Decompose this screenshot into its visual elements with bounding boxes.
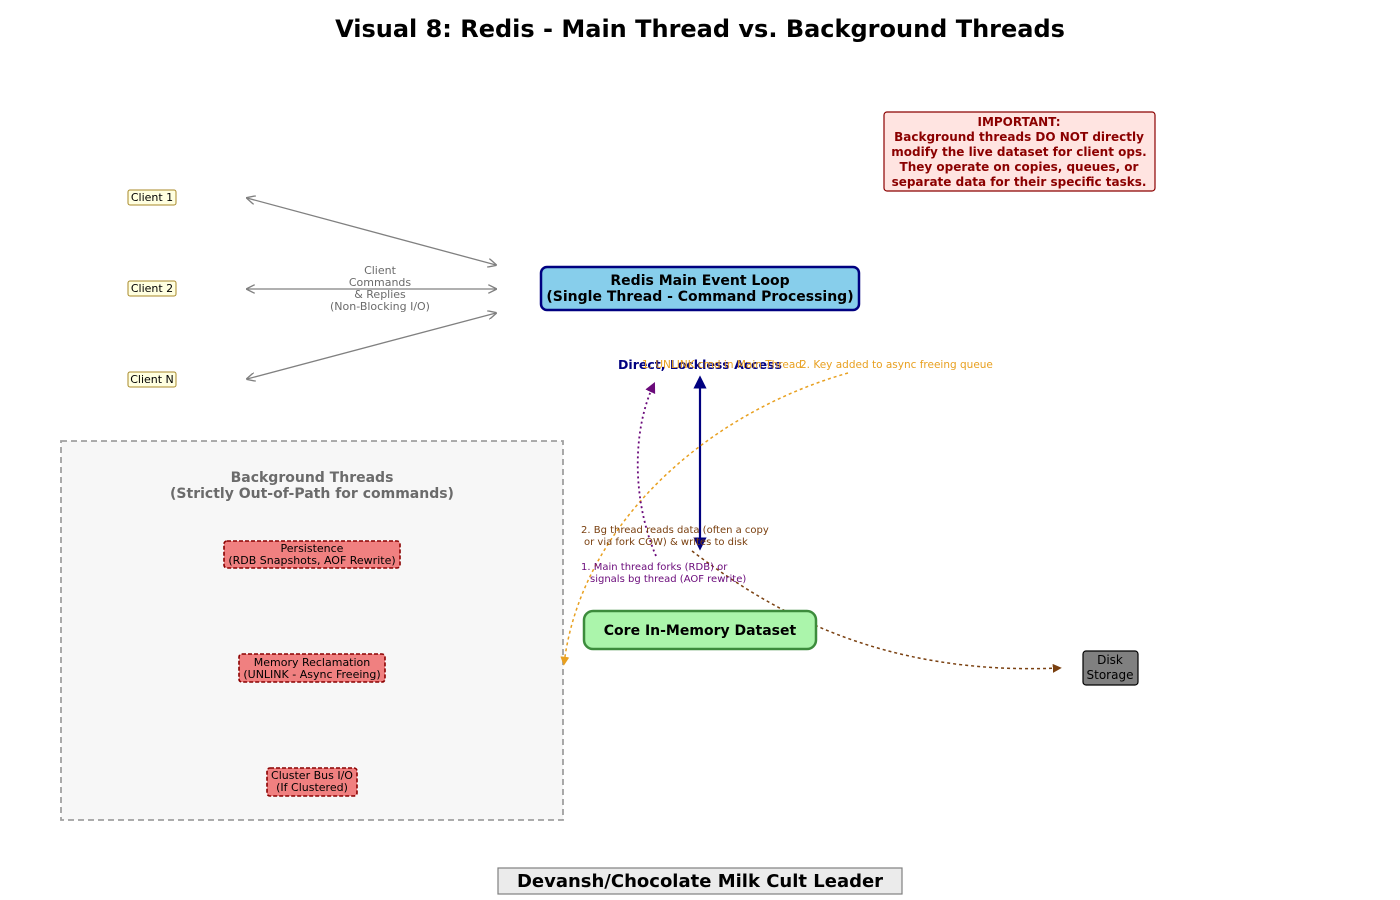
- client-io-line-2: Commands: [349, 276, 412, 289]
- important-note-line-5: separate data for their specific tasks.: [892, 175, 1147, 189]
- fork-note-line-1: 1. Main thread forks (RDB) or: [581, 562, 728, 573]
- client-io-line-3: & Replies: [354, 288, 406, 301]
- important-note-line-1: IMPORTANT:: [977, 115, 1060, 129]
- persistence-label: Persistence: [281, 542, 344, 555]
- client-2-label: Client 2: [131, 282, 173, 295]
- client-1-arrow: [247, 198, 496, 265]
- unlink-main-thread-note: 1. UNLINK cmd in Main Thread: [642, 359, 802, 371]
- important-note-box: IMPORTANT: Background threads DO NOT dir…: [883, 111, 1156, 192]
- client-io-line-1: Client: [364, 264, 397, 277]
- main-event-loop-box: Redis Main Event Loop (Single Thread - C…: [539, 265, 861, 312]
- important-note-line-3: modify the live dataset for client ops.: [891, 145, 1146, 159]
- footer-credit: Devansh/Chocolate Milk Cult Leader: [497, 867, 903, 895]
- background-threads-group: Background Threads (Strictly Out-of-Path…: [60, 440, 564, 821]
- footer-credit-text: Devansh/Chocolate Milk Cult Leader: [517, 871, 883, 892]
- client-n-node: Client N: [127, 371, 177, 388]
- client-io-line-4: (Non-Blocking I/O): [330, 300, 430, 313]
- diagram-title: Visual 8: Redis - Main Thread vs. Backgr…: [335, 15, 1065, 43]
- direct-access-label: Direct, Lockless Access: [618, 357, 782, 372]
- bg-reads-note-line-2: or via fork COW) & writes to disk: [584, 537, 748, 548]
- cluster-bus-thread-box: Cluster Bus I/O (If Clustered): [266, 767, 358, 797]
- unlink-queue-note: 2. Key added to async freeing queue: [800, 359, 993, 371]
- persistence-to-disk-arrow: [691, 550, 1062, 673]
- disk-storage-sublabel: Storage: [1087, 668, 1134, 682]
- main-event-loop-subtitle: (Single Thread - Command Processing): [546, 289, 853, 305]
- memory-reclamation-thread-box: Memory Reclamation (UNLINK - Async Freei…: [238, 653, 386, 683]
- background-threads-container: [60, 440, 564, 821]
- core-dataset-box: Core In-Memory Dataset: [582, 609, 818, 651]
- main-event-loop-title: Redis Main Event Loop: [610, 273, 789, 289]
- client-io-label: Client Commands & Replies (Non-Blocking …: [330, 264, 430, 313]
- core-dataset-label: Core In-Memory Dataset: [604, 623, 797, 639]
- persistence-sublabel: (RDB Snapshots, AOF Rewrite): [228, 554, 395, 567]
- cluster-bus-label: Cluster Bus I/O: [271, 769, 353, 782]
- disk-storage-label: Disk: [1097, 653, 1123, 667]
- important-note-line-4: They operate on copies, queues, or: [900, 160, 1139, 174]
- bg-reads-note-line-1: 2. Bg thread reads data (often a copy: [581, 525, 769, 536]
- cluster-bus-sublabel: (If Clustered): [276, 781, 348, 794]
- memory-reclamation-sublabel: (UNLINK - Async Freeing): [243, 668, 380, 681]
- client-n-label: Client N: [130, 373, 174, 386]
- memory-reclamation-label: Memory Reclamation: [254, 656, 371, 669]
- client-1-label: Client 1: [131, 191, 173, 204]
- important-note-line-2: Background threads DO NOT directly: [894, 130, 1144, 144]
- fork-note-line-2: signals bg thread (AOF rewrite): [590, 574, 746, 585]
- background-threads-title: Background Threads: [231, 470, 394, 486]
- disk-storage-node: Disk Storage: [1082, 650, 1139, 686]
- background-threads-subtitle: (Strictly Out-of-Path for commands): [170, 486, 454, 502]
- client-1-node: Client 1: [127, 189, 177, 206]
- fork-signal-arrow: [636, 382, 657, 557]
- unlink-async-arrow: [560, 372, 849, 666]
- client-n-arrow: [247, 313, 496, 379]
- persistence-thread-box: Persistence (RDB Snapshots, AOF Rewrite): [223, 540, 401, 569]
- client-2-node: Client 2: [127, 280, 177, 297]
